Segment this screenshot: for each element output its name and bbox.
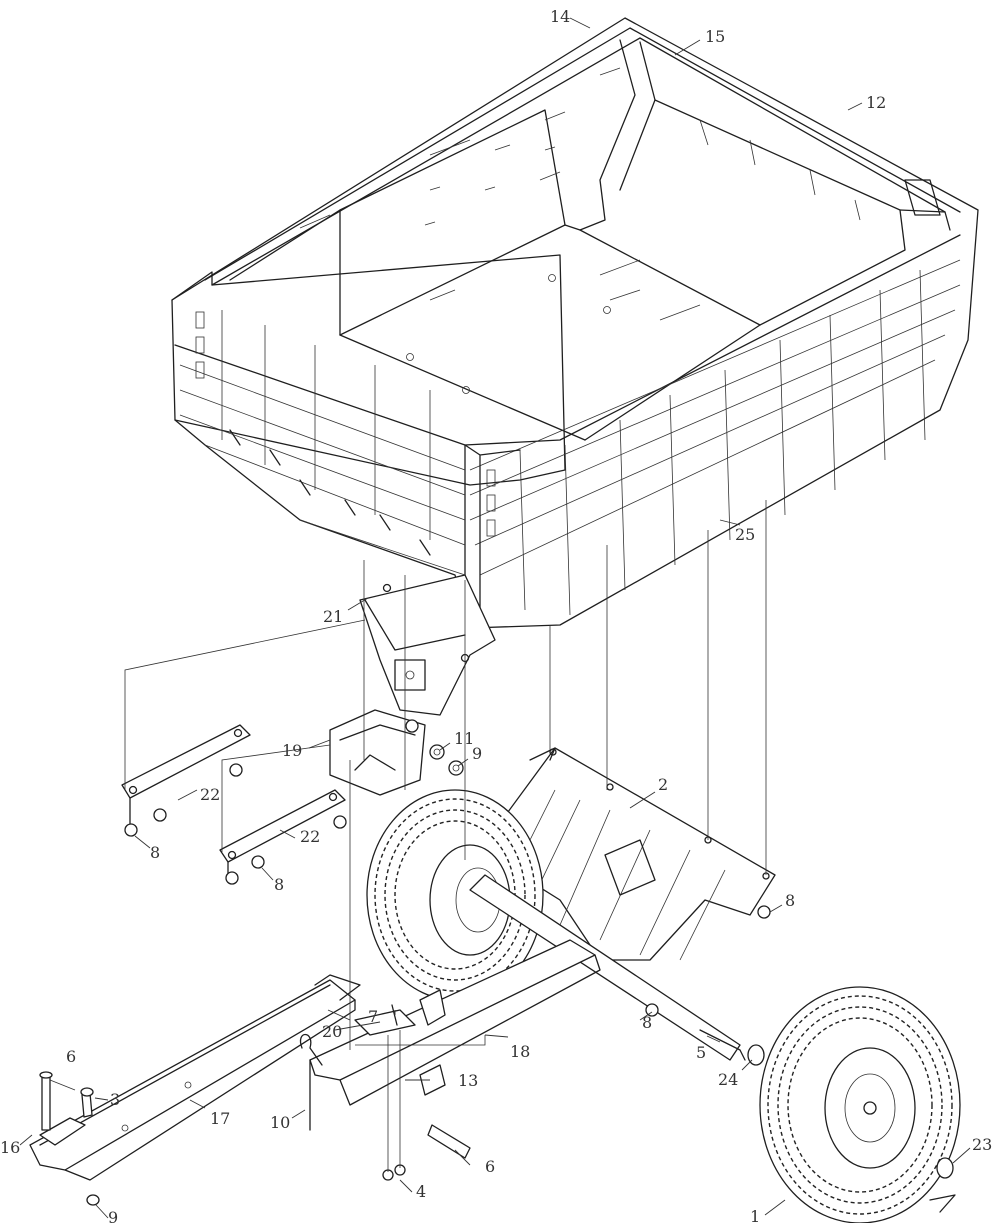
callout-22-lower: 22 <box>300 827 320 846</box>
callout-16: 16 <box>0 1138 20 1157</box>
callout-8-middle: 8 <box>274 875 284 894</box>
callout-12: 12 <box>866 93 886 112</box>
callout-18: 18 <box>510 1042 530 1061</box>
callout-4: 4 <box>416 1182 426 1201</box>
callout-20: 20 <box>322 1022 342 1041</box>
callout-9-upper: 9 <box>472 744 482 763</box>
callout-7: 7 <box>368 1007 378 1026</box>
latch-assembly <box>299 1004 471 1159</box>
pivot-hardware <box>429 744 464 776</box>
callout-1: 1 <box>750 1207 760 1223</box>
cart-body <box>171 17 979 629</box>
hitch-pin-assembly <box>39 1071 100 1206</box>
callout-6-lower: 6 <box>485 1157 495 1176</box>
leader-lines <box>19 17 971 1219</box>
callout-24: 24 <box>718 1070 738 1089</box>
mount-plate-lower <box>219 789 347 885</box>
callout-21: 21 <box>323 607 343 626</box>
callout-8-axle: 8 <box>642 1013 652 1032</box>
callout-5: 5 <box>696 1043 706 1062</box>
callout-2: 2 <box>658 775 668 794</box>
callout-10: 10 <box>270 1113 290 1132</box>
callout-23: 23 <box>972 1135 992 1154</box>
callout-3: 3 <box>110 1090 120 1109</box>
callout-8-left: 8 <box>150 843 160 862</box>
callout-9-lower: 9 <box>108 1208 118 1223</box>
callout-11: 11 <box>454 729 474 748</box>
mount-plate-upper <box>121 724 251 837</box>
chassis-plate <box>479 747 776 961</box>
callout-13: 13 <box>458 1071 478 1090</box>
pivot-bracket <box>359 574 496 716</box>
callout-8-right: 8 <box>785 891 795 910</box>
callout-22-upper: 22 <box>200 785 220 804</box>
callout-15: 15 <box>705 27 725 46</box>
callout-6-left: 6 <box>66 1047 76 1066</box>
callout-17: 17 <box>210 1109 230 1128</box>
tongue-bar <box>29 974 361 1181</box>
alignment-lines <box>124 500 767 1172</box>
right-wheel <box>759 986 961 1223</box>
callout-25: 25 <box>735 525 755 544</box>
pivot-block <box>329 709 426 796</box>
callout-labels: 14 15 12 25 21 19 11 9 2 22 22 8 8 8 8 1… <box>0 7 992 1223</box>
axle <box>469 874 765 1066</box>
callout-14: 14 <box>550 7 570 26</box>
callout-19: 19 <box>282 741 302 760</box>
